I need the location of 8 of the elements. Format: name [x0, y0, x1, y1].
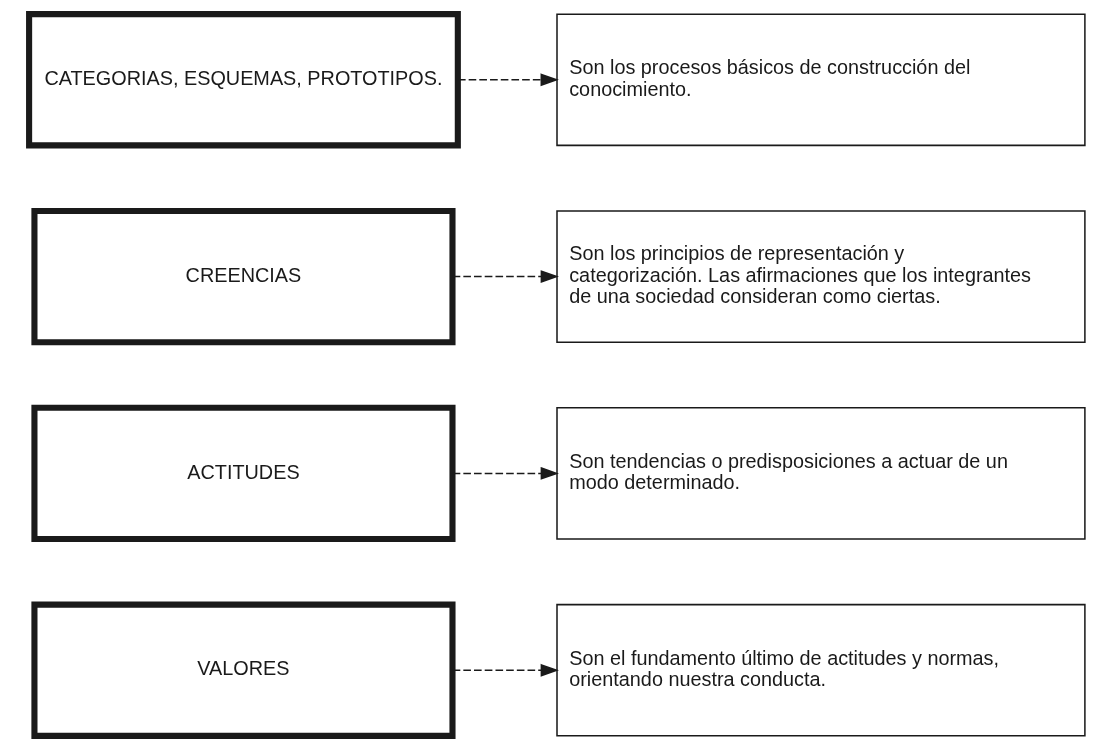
node-box: Son los principios de representación y categorización. Las afirmaciones que los integrantes de una sociedad consideran como ciertas. [555, 210, 1086, 343]
node-box: Son tendencias o predisposiciones a actuar de un modo determinado. [555, 407, 1086, 540]
node-box: Son el fundamento último de actitudes y normas, orientando nuestra conducta. [555, 603, 1086, 737]
node-box: CATEGORIAS, ESQUEMAS, PROTOTIPOS. [25, 11, 461, 149]
node-box: Son los procesos básicos de construcción del conocimiento. [555, 13, 1086, 147]
node-box: ACTITUDES [30, 404, 456, 543]
node-box: VALORES [30, 601, 456, 739]
node-box: CREENCIAS [30, 207, 456, 346]
